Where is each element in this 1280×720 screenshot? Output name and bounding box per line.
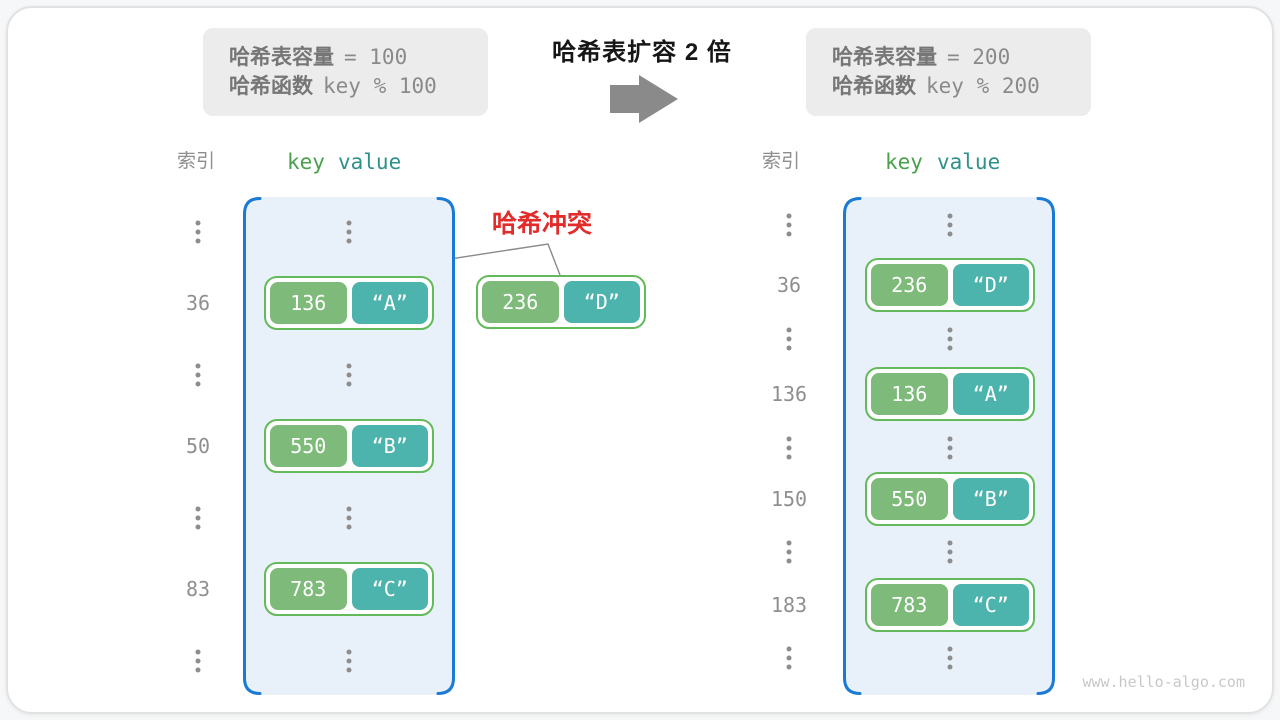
collision-label: 哈希冲突 [492,210,593,238]
capacity-label: 哈希表容量 [229,46,334,70]
hash-fn-value: key % 100 [323,73,437,98]
index-label: 150 [770,487,808,511]
ellipsis-dots [195,363,201,387]
bucket-pair: 550 “B” [264,419,434,473]
ellipsis-dots [346,220,352,244]
ellipsis-dots [947,213,953,237]
info-box-left: 哈希表容量 = 100 哈希函数 key % 100 [203,28,488,116]
bucket-pair: 783 “C” [264,562,434,616]
value-cell: “A” [351,282,428,324]
bucket-pair: 550 “B” [865,472,1035,526]
ellipsis-dots [786,540,792,564]
capacity-line: 哈希表容量 = 100 [229,45,488,70]
key-cell: 236 [482,281,559,323]
value-cell: “D” [563,281,640,323]
key-cell: 783 [270,568,347,610]
key-header-left: key [287,150,325,174]
value-cell: “A” [952,373,1029,415]
ellipsis-dots [786,436,792,460]
ellipsis-dots [195,506,201,530]
hash-fn-value: key % 200 [926,73,1040,98]
index-header-right: 索引 [762,151,801,172]
background-card [6,6,1274,714]
key-cell: 236 [871,264,948,306]
key-cell: 783 [871,584,948,626]
index-label: 36 [185,291,211,315]
hash-fn-line: 哈希函数 key % 100 [229,73,488,98]
bucket-pair: 236 “D” [865,258,1035,312]
index-label: 36 [776,273,802,297]
capacity-value: = 100 [344,45,408,70]
index-label: 183 [770,593,808,617]
hash-fn-label: 哈希函数 [229,74,313,98]
ellipsis-dots [947,646,953,670]
capacity-value: = 200 [947,45,1011,70]
hash-fn-line: 哈希函数 key % 200 [832,73,1091,98]
value-cell: “B” [351,425,428,467]
capacity-line: 哈希表容量 = 200 [832,45,1091,70]
bucket-pair: 783 “C” [865,578,1035,632]
key-cell: 550 [270,425,347,467]
index-label: 136 [770,382,808,406]
collision-pair: 236 “D” [476,275,646,329]
ellipsis-dots [947,436,953,460]
index-label: 83 [185,577,211,601]
value-header-right: value [937,150,1001,174]
key-cell: 136 [871,373,948,415]
index-header-left: 索引 [177,151,216,172]
key-cell: 550 [871,478,948,520]
ellipsis-dots [947,540,953,564]
value-cell: “C” [952,584,1029,626]
table-bracket-border [243,197,455,695]
value-cell: “C” [351,568,428,610]
ellipsis-dots [195,649,201,673]
ellipsis-dots [786,646,792,670]
value-cell: “D” [952,264,1029,306]
expand-title: 哈希表扩容 2 倍 [552,39,732,66]
index-label: 50 [185,434,211,458]
bucket-pair: 136 “A” [264,276,434,330]
value-header-left: value [338,150,402,174]
ellipsis-dots [947,327,953,351]
value-cell: “B” [952,478,1029,520]
ellipsis-dots [195,220,201,244]
watermark: www.hello-algo.com [1082,673,1245,691]
key-cell: 136 [270,282,347,324]
info-box-right: 哈希表容量 = 200 哈希函数 key % 200 [806,28,1091,116]
bucket-pair: 136 “A” [865,367,1035,421]
table-bracket-border [843,197,1055,695]
ellipsis-dots [786,327,792,351]
ellipsis-dots [786,213,792,237]
ellipsis-dots [346,506,352,530]
hash-fn-label: 哈希函数 [832,74,916,98]
capacity-label: 哈希表容量 [832,46,937,70]
key-header-right: key [885,150,923,174]
ellipsis-dots [346,649,352,673]
ellipsis-dots [346,363,352,387]
